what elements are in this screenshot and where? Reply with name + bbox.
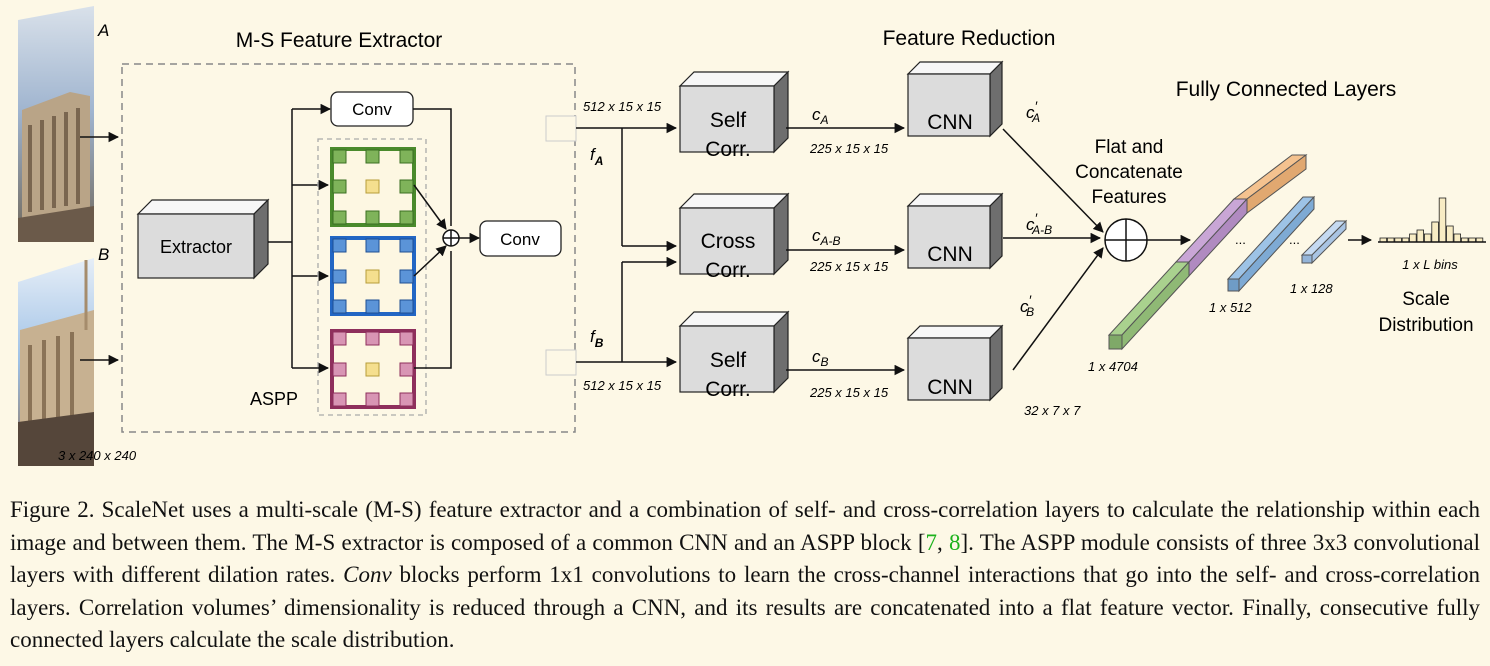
- histogram-bar: [1431, 221, 1439, 243]
- concat-line3: Features: [1092, 187, 1167, 208]
- image-b-label: B: [98, 245, 109, 264]
- concat-sum-icon: [1104, 218, 1148, 262]
- caption-text-2: ]. The ASPP module consists of three 3x3…: [10, 529, 1481, 588]
- conv-right-label: Conv: [500, 230, 540, 249]
- citation-8-link[interactable]: 8: [948, 529, 961, 555]
- cross-corr-line2: Corr.: [705, 259, 751, 282]
- caption-text-3: blocks perform 1x1 convolutions to learn…: [10, 562, 1480, 652]
- caption-text-1: Figure 2. ScaleNet uses a multi-scale (M…: [10, 497, 1480, 555]
- fc-section-title: Fully Connected Layers: [1176, 78, 1397, 101]
- self-corr-a-line1: Self: [710, 109, 746, 132]
- image-b: [18, 258, 94, 466]
- caption-conv-term: Conv: [343, 562, 392, 587]
- aspp-sum-icon: [442, 229, 460, 247]
- feature-b-label: fB: [590, 327, 604, 350]
- arrow-green-to-sum: [413, 184, 447, 230]
- vector-128: [1300, 219, 1348, 265]
- feature-a-label: fA: [590, 145, 603, 168]
- extractor-block: [136, 198, 270, 280]
- aspp-blue-kernel: [330, 236, 416, 316]
- concat-line2: Concatenate: [1075, 162, 1183, 183]
- scale-label-line1: Scale: [1402, 289, 1450, 310]
- cab-label: cA-B: [812, 226, 841, 248]
- ca-label: cA: [812, 105, 829, 127]
- extractor-dashed-box: [121, 63, 576, 433]
- histogram-bar: [1438, 197, 1447, 243]
- caption-ref-sep: ,: [936, 529, 949, 555]
- arrow-blue-to-sum: [413, 245, 447, 277]
- vector-128-dimension: 1 x 128: [1290, 281, 1333, 296]
- cross-corr-line1: Cross: [701, 230, 756, 253]
- histogram-bar: [1424, 233, 1432, 243]
- citation-7-link[interactable]: 7: [925, 529, 937, 555]
- feature-b-dimension: 512 x 15 x 15: [583, 378, 662, 393]
- histogram-bar: [1409, 233, 1417, 243]
- self-corr-b-line2: Corr.: [705, 378, 751, 401]
- aspp-merge-lines: [413, 108, 452, 369]
- vector-512: [1226, 195, 1316, 293]
- image-a: [18, 6, 94, 242]
- ellipsis-1: ...: [1235, 232, 1246, 247]
- histogram-bar: [1453, 233, 1461, 243]
- vector-512-dimension: 1 x 512: [1209, 300, 1252, 315]
- histogram-bar: [1446, 225, 1454, 243]
- extractor-section-title: M-S Feature Extractor: [236, 29, 443, 52]
- cnn-ab-output-label: c′A-B: [1026, 210, 1052, 237]
- aspp-green-kernel: [330, 147, 416, 227]
- cnn-a-label: CNN: [927, 111, 973, 134]
- cab-dimension: 225 x 15 x 15: [809, 259, 889, 274]
- scale-histogram: [1379, 197, 1484, 243]
- cnn-b-output-label: c′B: [1020, 292, 1034, 319]
- cnn-ab-label: CNN: [927, 243, 973, 266]
- self-corr-b-line1: Self: [710, 349, 746, 372]
- feature-b-port: [545, 349, 577, 376]
- reduction-section-title: Feature Reduction: [883, 27, 1056, 50]
- self-corr-a-line2: Corr.: [705, 138, 751, 161]
- ellipsis-2: ...: [1289, 232, 1300, 247]
- aspp-purple-kernel: [330, 329, 416, 409]
- feature-a-port: [545, 115, 577, 142]
- ca-dimension: 225 x 15 x 15: [809, 141, 889, 156]
- vector-4704-dimension: 1 x 4704: [1088, 359, 1138, 374]
- cnn-a-output-label: c′A: [1026, 98, 1040, 125]
- concat-line1: Flat and: [1095, 137, 1164, 158]
- histogram-bar: [1416, 229, 1424, 243]
- arrow-cnn-a-to-concat: [1002, 128, 1104, 233]
- conv-right-block: [479, 220, 562, 257]
- aspp-dashed-box: [317, 138, 427, 416]
- vector-4704: [1107, 154, 1308, 351]
- input-dimension: 3 x 240 x 240: [58, 448, 137, 463]
- scale-label-line2: Distribution: [1378, 315, 1473, 336]
- conv-top-label: Conv: [352, 100, 392, 119]
- scalenet-architecture-diagram: A B 3 x 240 x 240 M-S Feature Extractor …: [18, 6, 1486, 466]
- feature-a-dimension: 512 x 15 x 15: [583, 99, 662, 114]
- cnn-b-label: CNN: [927, 376, 973, 399]
- cnn-output-dimension: 32 x 7 x 7: [1024, 403, 1081, 418]
- arrow-cnn-b-to-concat: [1012, 247, 1104, 371]
- cb-dimension: 225 x 15 x 15: [809, 385, 889, 400]
- bins-label: 1 x L bins: [1402, 257, 1458, 272]
- aspp-label: ASPP: [250, 389, 298, 409]
- extractor-branch-lines: [268, 109, 293, 368]
- cb-label: cB: [812, 347, 829, 369]
- image-a-label: A: [97, 21, 109, 40]
- extractor-label: Extractor: [160, 237, 232, 257]
- feature-routing-lines: [576, 127, 623, 363]
- figure-caption: Figure 2. ScaleNet uses a multi-scale (M…: [10, 494, 1480, 657]
